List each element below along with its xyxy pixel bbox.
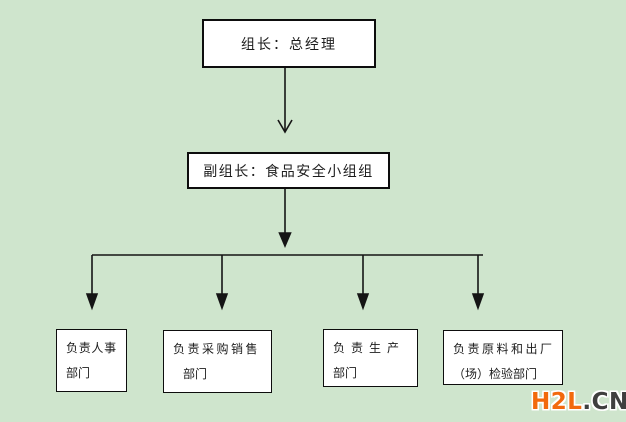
arrow-to-inspection-dept [471,255,485,311]
arrow-to-production-dept [356,255,370,311]
arrow-leader-to-deputy [277,68,293,134]
node-group-leader: 组长：总经理 [202,19,376,68]
watermark-suffix-text: .CN [582,389,626,415]
node-hr-line1: 负责人事 [66,341,117,355]
node-production-line1: 负责生产 [333,341,406,355]
arrow-to-procurement-dept [215,255,229,311]
node-production-line2: 部门 [333,366,358,380]
arrow-to-hr-dept [85,255,99,311]
node-hr-department: 负责人事 部门 [56,329,127,392]
node-procurement-department: 负责采购销售 部门 [163,330,272,393]
node-inspection-line2: （场）检验部门 [453,367,538,381]
arrow-deputy-to-branch [278,189,292,249]
node-deputy-leader-label: 副组长：食品安全小组组 [203,163,374,180]
watermark-brand-text: H2L [531,389,583,415]
node-inspection-department: 负责原料和出厂 （场）检验部门 [443,330,563,385]
node-procurement-line2: 部门 [183,367,208,381]
node-deputy-leader: 副组长：食品安全小组组 [187,152,390,189]
watermark-logo: H2L.CN [531,389,626,415]
node-group-leader-label: 组长：总经理 [241,36,337,53]
node-production-department: 负责生产 部门 [323,329,418,387]
node-inspection-line1: 负责原料和出厂 [453,342,555,356]
node-procurement-line1: 负责采购销售 [173,342,261,356]
node-hr-line2: 部门 [66,366,91,380]
